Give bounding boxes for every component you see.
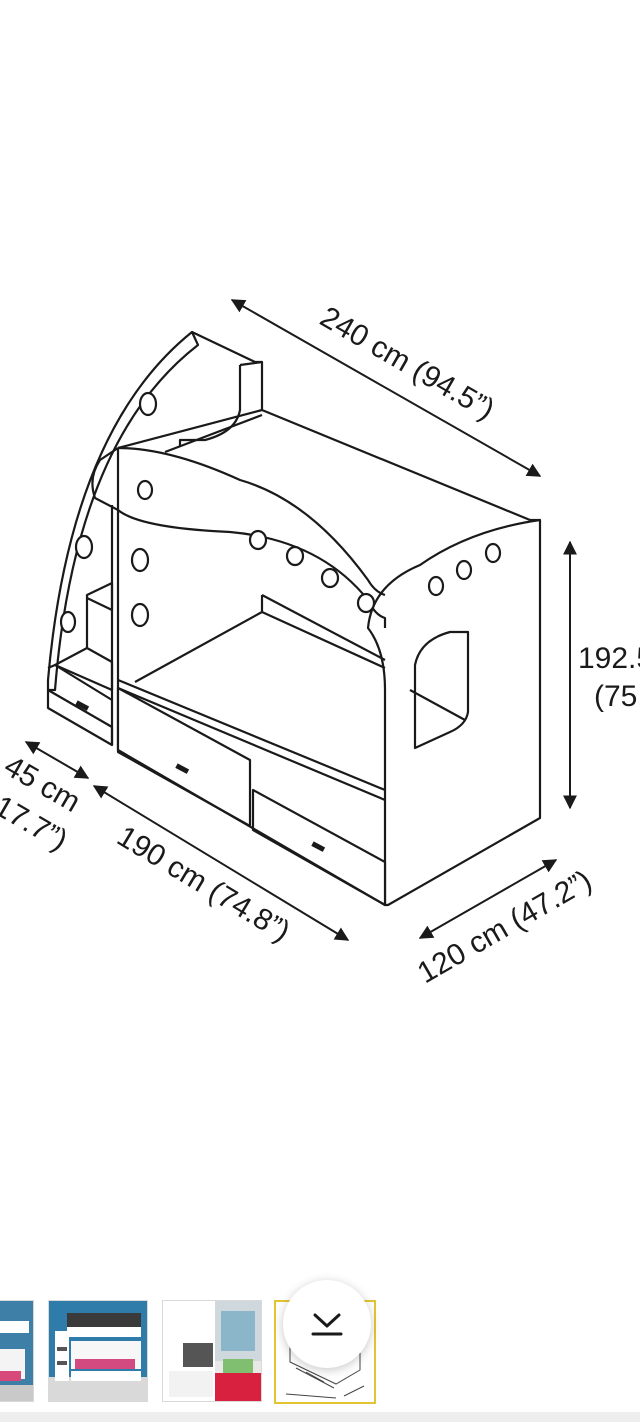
chevron-down-icon xyxy=(311,1313,343,1336)
bunk-bed-drawing xyxy=(46,330,542,907)
bottom-edge-bar xyxy=(0,1412,640,1422)
thumbnail-2[interactable] xyxy=(48,1300,148,1402)
dimension-lines xyxy=(24,299,577,941)
thumbnail-1[interactable] xyxy=(0,1300,34,1402)
dimension-height-inch-label: (75 xyxy=(594,680,637,713)
dimension-diagram: 240 cm (94.5”) 192.5 (75 45 cm 17.7”) 19… xyxy=(0,299,640,990)
porthole-holes xyxy=(59,391,502,634)
thumbnail-3[interactable] xyxy=(162,1300,262,1402)
collapse-gallery-button[interactable] xyxy=(283,1280,371,1368)
dimension-height-label: 192.5 xyxy=(578,642,640,675)
